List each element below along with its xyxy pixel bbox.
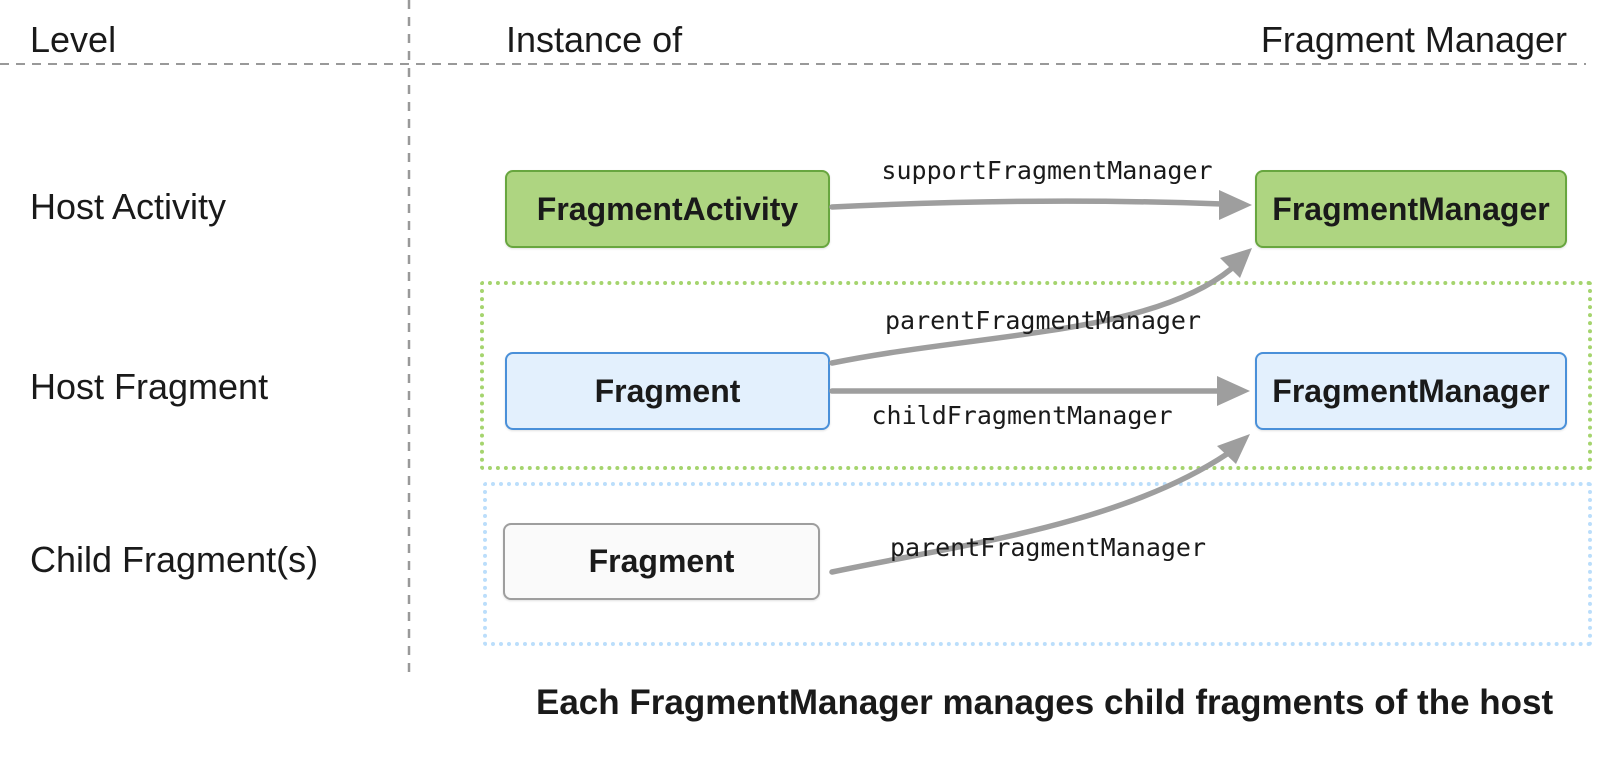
column-header-level: Level bbox=[30, 19, 117, 60]
node-child-fragment: Fragment bbox=[503, 523, 820, 600]
label-parent-fragment-manager-bottom: parentFragmentManager bbox=[889, 533, 1207, 562]
column-header-instance-of: Instance of bbox=[506, 19, 683, 60]
label-child-fragment-manager: childFragmentManager bbox=[871, 401, 1173, 430]
node-fragment-activity: FragmentActivity bbox=[505, 170, 830, 248]
column-header-fragment-manager: Fragment Manager bbox=[1260, 19, 1567, 60]
label-parent-fragment-manager-mid: parentFragmentManager bbox=[884, 306, 1202, 335]
label-support-fragment-manager: supportFragmentManager bbox=[881, 156, 1213, 185]
arrow-support-fragment-manager bbox=[829, 198, 1225, 210]
row-label-child-fragments: Child Fragment(s) bbox=[30, 539, 319, 580]
row-label-host-activity: Host Activity bbox=[30, 186, 227, 227]
arrowhead-support-fragment-manager bbox=[1219, 190, 1252, 220]
diagram-caption: Each FragmentManager manages child fragm… bbox=[536, 683, 1554, 722]
node-fragment-manager-activity: FragmentManager bbox=[1255, 170, 1567, 248]
node-host-fragment: Fragment bbox=[505, 352, 830, 430]
row-label-host-fragment: Host Fragment bbox=[30, 366, 269, 407]
arrowhead-parent-fragment-manager-mid bbox=[1220, 248, 1252, 278]
node-fragment-manager-host-fragment: FragmentManager bbox=[1255, 352, 1567, 430]
